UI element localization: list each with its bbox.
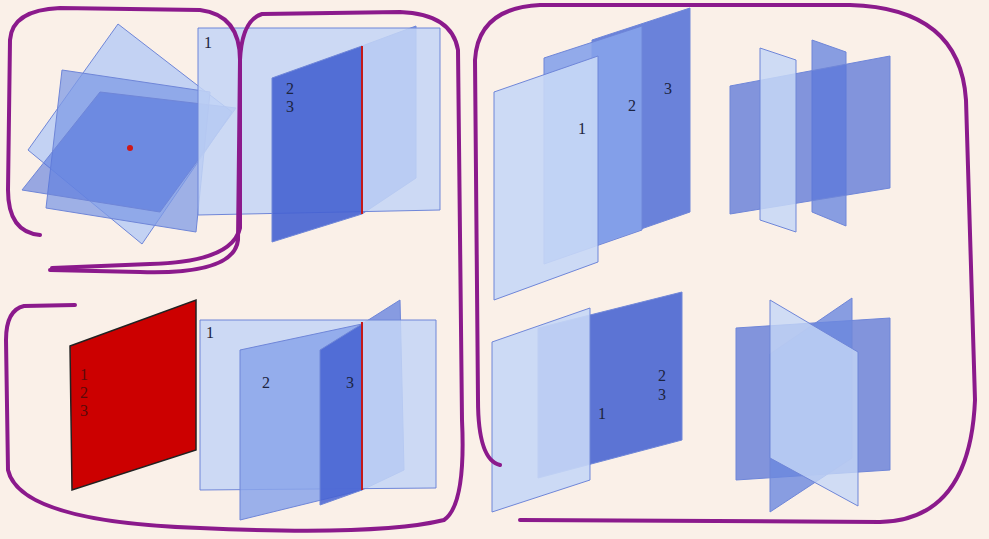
plane-number: 3 <box>664 80 672 98</box>
plane-number: 3 <box>80 402 88 420</box>
plane-number: 2 <box>286 80 294 98</box>
plane-number: 3 <box>346 374 354 392</box>
plane-number: 3 <box>658 386 666 404</box>
plane-number: 1 <box>80 366 88 384</box>
plane-number: 2 <box>262 374 270 392</box>
plane-number: 1 <box>206 324 214 342</box>
plane-number: 2 <box>658 367 666 385</box>
plane-number: 1 <box>578 120 586 138</box>
plane-number: 1 <box>598 405 606 423</box>
plane-number: 3 <box>286 98 294 116</box>
plane-number: 1 <box>204 34 212 52</box>
plane-number: 2 <box>80 384 88 402</box>
plane-number: 2 <box>628 97 636 115</box>
